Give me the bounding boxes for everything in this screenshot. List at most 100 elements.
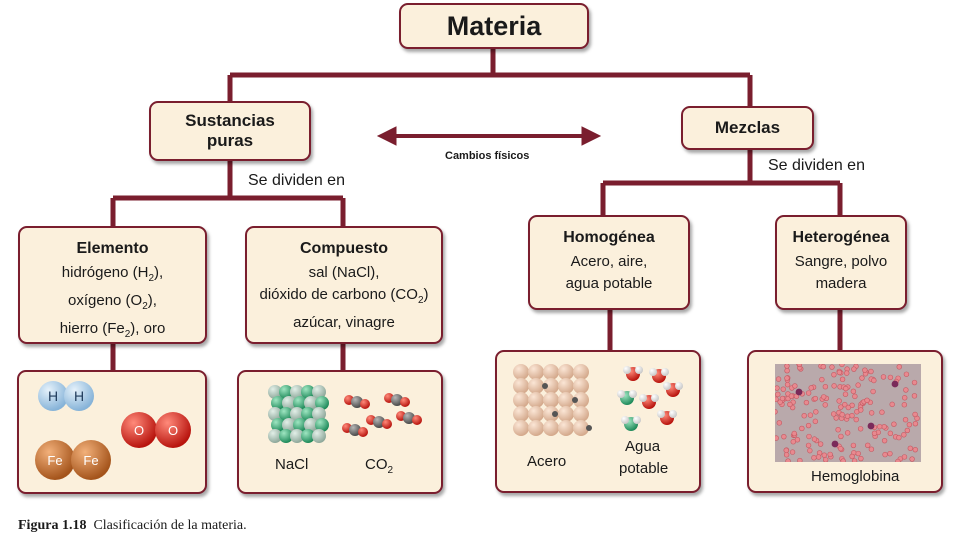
nacl-atom [293,418,307,432]
nacl-atom [312,407,326,421]
red-blood-cell [896,364,902,370]
hydrogen-atom [649,368,657,376]
red-blood-cell [833,415,839,421]
iron-atom [513,392,529,408]
carbon-atom [403,412,415,424]
homogenea-line-1: Acero, aire, [570,253,648,270]
red-blood-cell [879,409,885,415]
nacl-atom [304,418,318,432]
red-blood-cell [868,410,875,416]
red-blood-cell [775,376,782,382]
iron-atom [513,420,529,436]
red-blood-cell [870,388,876,395]
iron-atom [543,420,559,436]
red-blood-cell [837,445,844,452]
nacl-atom [293,396,307,410]
red-blood-cell [858,407,864,413]
red-blood-cell [844,370,850,376]
materia-title: Materia [446,11,542,41]
red-blood-cell [887,430,894,437]
compuesto-illustration [268,385,422,443]
hydrogen-atom [669,410,677,418]
red-blood-cell [849,453,855,460]
svg-text:Fe: Fe [83,453,98,468]
red-blood-cell [911,393,918,399]
red-blood-cell [805,422,812,429]
elemento-box: Elemento hidrógeno (H2), oxígeno (O2), h… [18,226,207,344]
red-blood-cell [791,430,797,437]
red-blood-cell [812,418,819,425]
hydrogen-atom [657,410,665,418]
red-blood-cell [827,451,833,458]
red-blood-cell [783,447,789,454]
red-blood-cell [784,375,790,381]
elemento-line-1: hidrógeno (H2), [61,264,164,284]
iron-atom [543,392,559,408]
red-blood-cell [857,426,864,432]
oxygen-molecule: O O [121,412,191,448]
nacl-atom [279,429,293,443]
homogenea-title: Homogénea [563,229,655,246]
hydrogen-atom [663,382,671,390]
sustancias-puras-box: Sustancias puras [149,101,311,161]
compuesto-line-1: sal (NaCl), [308,264,380,281]
red-blood-cell [775,385,780,391]
red-blood-cell [838,404,844,410]
red-blood-cell [902,417,909,423]
red-blood-cell [807,412,814,418]
elemento-title: Elemento [76,240,149,257]
nacl-atom [290,407,304,421]
nacl-atom [268,407,282,421]
iron-atom [573,378,589,394]
iron-atom [543,364,559,380]
red-blood-cell [822,384,829,390]
nacl-atom [301,429,315,443]
red-blood-cell [781,433,787,440]
compuesto-line-2: dióxido de carbono (CO2) [259,286,429,306]
red-blood-cell [808,385,814,391]
red-blood-cell [850,388,857,395]
red-blood-cell [850,442,857,449]
red-blood-cell [882,451,888,458]
figure-number: Figura 1.18 [18,518,87,533]
red-blood-cell [831,383,837,389]
nacl-atom [315,418,329,432]
red-blood-cell [844,430,851,436]
iron-atom [513,378,529,394]
red-blood-cell [775,396,779,402]
blood-smear-image [775,364,921,462]
red-blood-cell [901,432,907,438]
red-blood-cell [783,452,790,458]
co2-molecules [342,393,422,437]
iron-atom [573,406,589,422]
homogenea-box: Homogénea Acero, aire, agua potable [528,215,690,310]
red-blood-cell [780,386,786,392]
red-blood-cell [839,411,845,418]
red-blood-cell [835,427,841,433]
iron-atom [558,406,574,422]
red-blood-cell [806,433,812,440]
iron-atom [528,420,544,436]
red-blood-cell [839,364,845,368]
red-blood-cell [868,368,874,375]
iron-atom [528,378,544,394]
red-blood-cell [822,402,828,408]
elemento-line-3: hierro (Fe2), oro [59,320,166,340]
red-blood-cell [903,387,909,393]
red-blood-cell [775,391,781,398]
red-blood-cell [776,420,783,426]
hydrogen-atom [675,382,683,390]
red-blood-cell [787,401,793,408]
hydrogen-atom [623,366,631,374]
red-blood-cell [797,457,803,462]
red-blood-cell [876,423,883,430]
heterogenea-line-1: Sangre, polvo [794,253,888,270]
iron-atom [558,392,574,408]
red-blood-cell [896,434,902,441]
red-blood-cell [844,413,851,419]
red-blood-cell [895,458,901,462]
oxygen-atom [358,427,368,437]
red-blood-cell [880,374,887,380]
white-blood-cell [831,440,839,448]
mezclas-title: Mezclas [714,118,781,137]
